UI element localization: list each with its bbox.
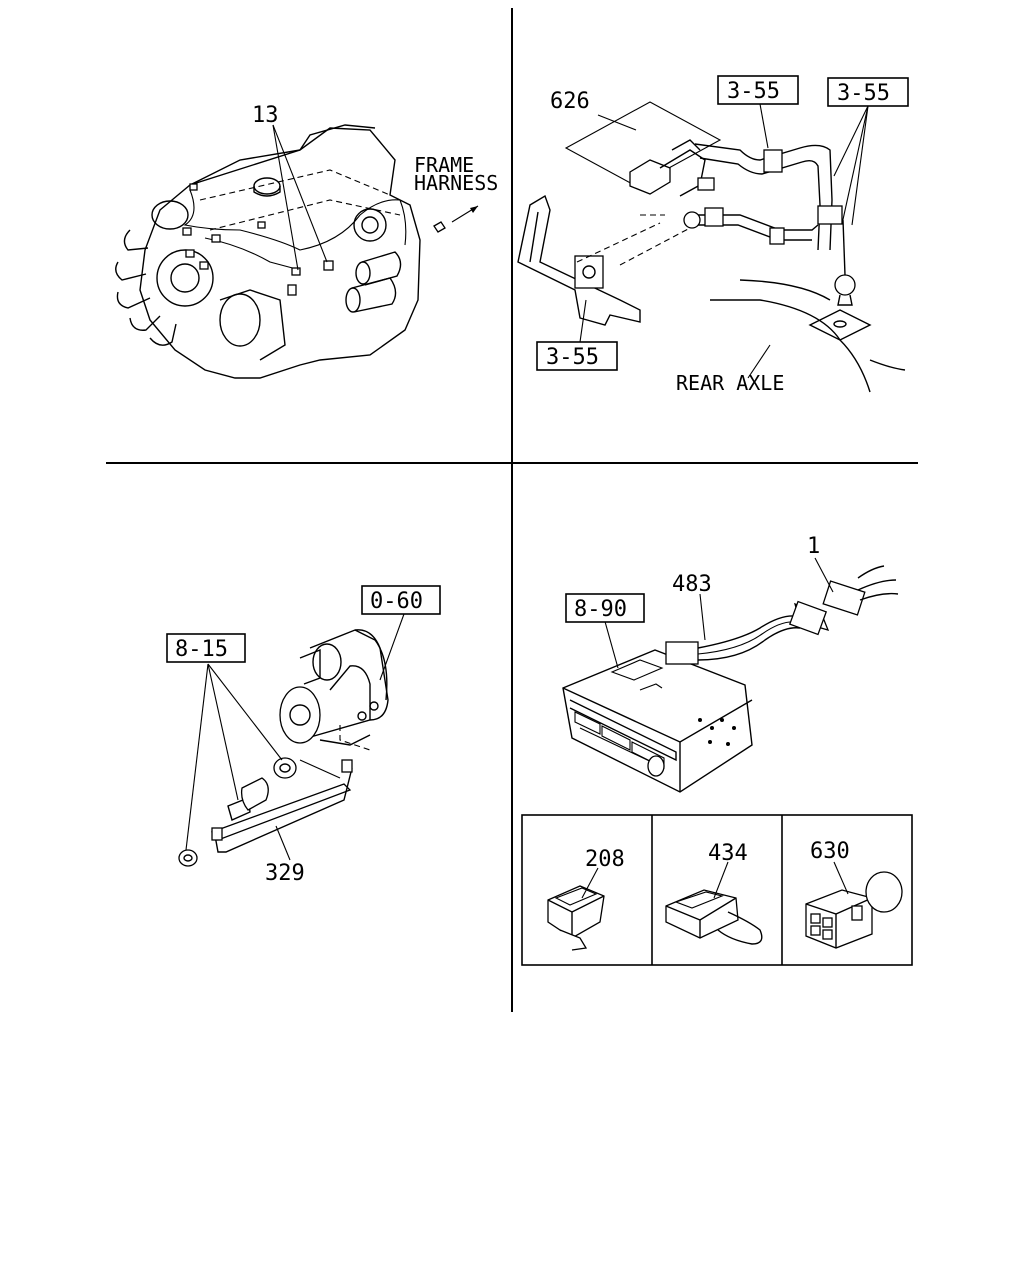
- connector-630-illustration: [805, 861, 903, 949]
- callout-483: 483: [672, 572, 712, 597]
- callout-329: 329: [265, 861, 305, 886]
- connector-panel: [521, 814, 913, 966]
- frame-label: FRAME: [414, 153, 474, 177]
- rear-axle-label: REAR AXLE: [676, 371, 784, 395]
- callout-1: 1: [807, 534, 820, 559]
- ref-box-3-55-c-label: 3-55: [546, 345, 599, 370]
- ref-box-3-55-b: [827, 77, 909, 107]
- rear-axle-illustration: [517, 101, 906, 393]
- ref-box-8-90-label: 8-90: [574, 597, 627, 622]
- ref-box-3-55-a: [717, 75, 799, 105]
- ref-box-3-55-c: [536, 341, 618, 371]
- starter-illustration: [178, 613, 405, 867]
- callout-626: 626: [550, 89, 590, 114]
- callout-208: 208: [585, 847, 625, 872]
- ref-box-8-15: [166, 633, 246, 663]
- ref-box-0-60: [361, 585, 441, 615]
- ref-box-3-55-a-label: 3-55: [727, 79, 780, 104]
- callout-434: 434: [708, 841, 748, 866]
- leader-13: [272, 124, 328, 263]
- ref-box-0-60-label: 0-60: [370, 589, 423, 614]
- connector-208-illustration: [547, 867, 605, 951]
- ref-box-8-90: [565, 593, 645, 623]
- harness-label: HARNESS: [414, 171, 498, 195]
- connector-434-illustration: [665, 861, 763, 945]
- callout-13: 13: [252, 103, 279, 128]
- ref-box-3-55-b-label: 3-55: [837, 81, 890, 106]
- control-unit-illustration: [562, 557, 899, 793]
- engine-illustration: [115, 124, 479, 379]
- ref-box-8-15-label: 8-15: [175, 637, 228, 662]
- callout-630: 630: [810, 839, 850, 864]
